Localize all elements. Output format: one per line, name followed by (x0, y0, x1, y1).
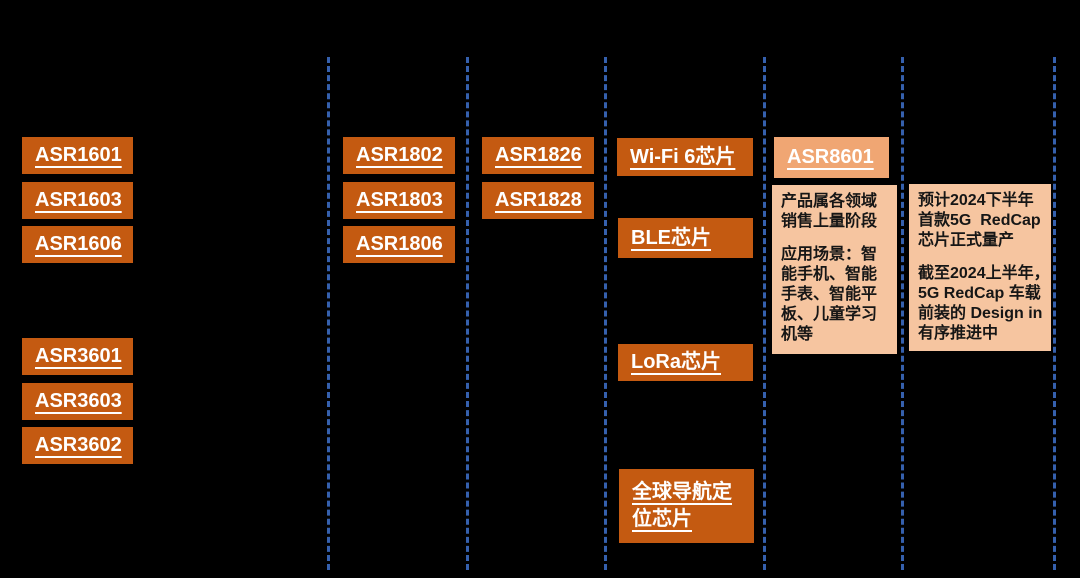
timeline-divider-4 (763, 57, 766, 570)
chip-label: ASR8601 (787, 146, 874, 168)
note-paragraph: 截至2024上半年， 5G RedCap 车载 前装的 Design in 有序… (918, 265, 1050, 342)
chip-ble[interactable]: BLE芯片 (618, 218, 753, 258)
note-paragraph: 预计2024下半年 首款5G RedCap 芯片正式量产 (918, 192, 1041, 249)
note-asr8601-status: 产品属各领域 销售上量阶段 应用场景：智 能手机、智能 手表、智能平 板、儿童学… (772, 185, 897, 354)
chip-label: ASR1802 (356, 144, 443, 166)
note-paragraph: 应用场景：智 能手机、智能 手表、智能平 板、儿童学习 机等 (781, 246, 878, 343)
chip-asr1601[interactable]: ASR1601 (22, 137, 133, 174)
chip-label: ASR3603 (35, 390, 122, 412)
note-paragraph: 产品属各领域 销售上量阶段 (781, 193, 878, 230)
chip-label: Wi-Fi 6芯片 (630, 145, 736, 168)
chip-asr1603[interactable]: ASR1603 (22, 182, 133, 219)
chip-label: ASR1603 (35, 189, 122, 211)
chip-label: ASR1601 (35, 144, 122, 166)
note-redcap-status: 预计2024下半年 首款5G RedCap 芯片正式量产 截至2024上半年， … (909, 184, 1051, 351)
chip-asr3601[interactable]: ASR3601 (22, 338, 133, 375)
chip-asr1826[interactable]: ASR1826 (482, 137, 594, 174)
chip-asr1803[interactable]: ASR1803 (343, 182, 455, 219)
chip-label: ASR1826 (495, 144, 582, 166)
timeline-divider-1 (327, 57, 330, 570)
chip-label: ASR3602 (35, 434, 122, 456)
chip-gnss[interactable]: 全球导航定 位芯片 (619, 469, 754, 543)
timeline-divider-5 (901, 57, 904, 570)
chip-label: LoRa芯片 (631, 351, 721, 373)
chip-asr8601[interactable]: ASR8601 (774, 137, 889, 178)
chip-label: ASR3601 (35, 345, 122, 367)
chip-label: ASR1606 (35, 233, 122, 255)
timeline-divider-6 (1053, 57, 1056, 570)
chip-asr1828[interactable]: ASR1828 (482, 182, 594, 219)
chip-label: ASR1828 (495, 189, 582, 211)
chip-asr1802[interactable]: ASR1802 (343, 137, 455, 174)
timeline-divider-2 (466, 57, 469, 570)
chip-lora[interactable]: LoRa芯片 (618, 344, 753, 381)
chip-asr1606[interactable]: ASR1606 (22, 226, 133, 263)
chip-asr1806[interactable]: ASR1806 (343, 226, 455, 263)
chip-label: 全球导航定 位芯片 (632, 481, 732, 530)
timeline-divider-3 (604, 57, 607, 570)
chip-label: ASR1806 (356, 233, 443, 255)
chip-wifi6[interactable]: Wi-Fi 6芯片 (617, 138, 753, 176)
chip-asr3602[interactable]: ASR3602 (22, 427, 133, 464)
chip-label: ASR1803 (356, 189, 443, 211)
chip-asr3603[interactable]: ASR3603 (22, 383, 133, 420)
chip-label: BLE芯片 (631, 226, 711, 249)
